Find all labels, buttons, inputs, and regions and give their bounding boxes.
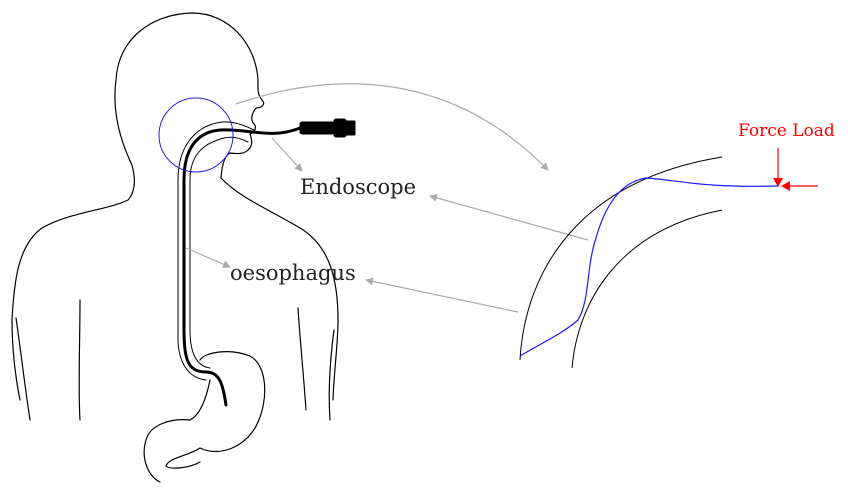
endoscope-label: Endoscope: [300, 177, 416, 198]
endoscope-model-curve: [520, 178, 778, 356]
force-load-label: Force Load: [738, 123, 835, 140]
zoom-circle: [159, 98, 233, 172]
force-load-arrows: [773, 148, 818, 191]
magnified-oesophagus-model: [520, 157, 722, 368]
endoscope-handle: [300, 119, 355, 137]
human-body-outline: [12, 13, 338, 482]
oesophagus-label: oesophagus: [230, 263, 356, 284]
